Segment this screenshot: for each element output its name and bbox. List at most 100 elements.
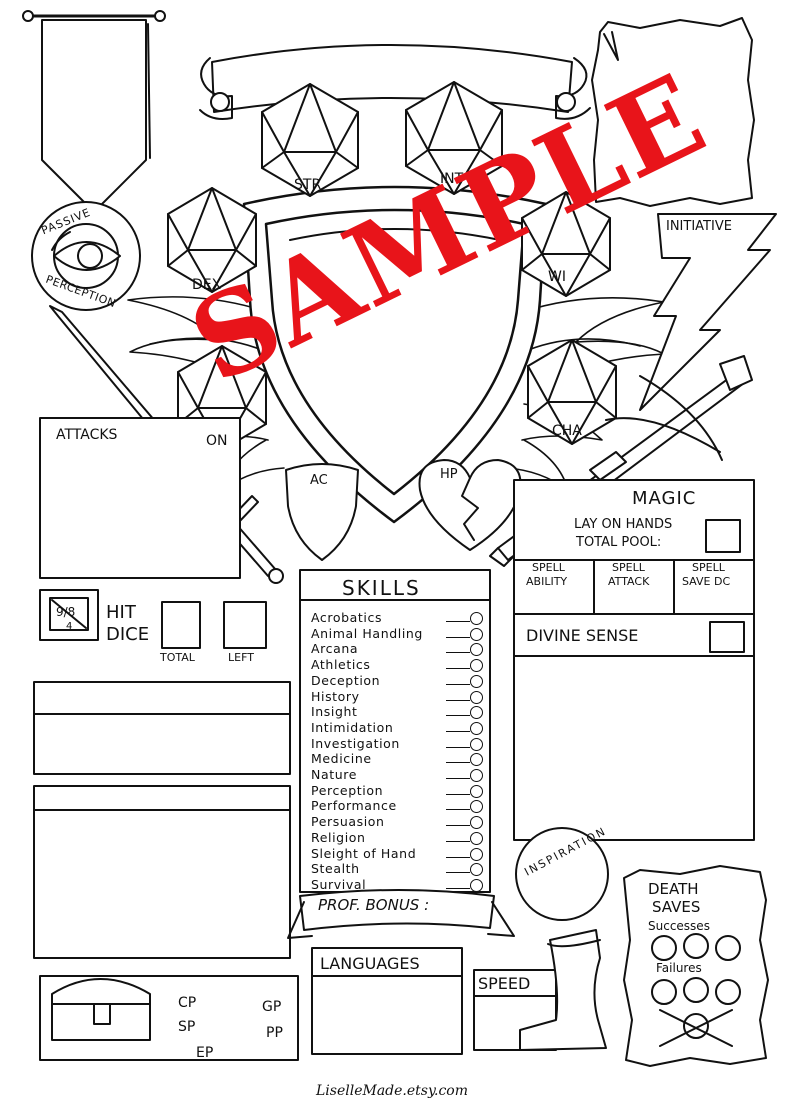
heart-icon: [418, 459, 522, 551]
skill-proficiency-checkbox[interactable]: [470, 831, 483, 845]
eye-icon: [31, 201, 141, 311]
pennant-banner: [22, 10, 166, 213]
con-label: ON: [206, 433, 228, 449]
skill-name: Nature: [311, 767, 357, 782]
skill-value-line[interactable]: [446, 840, 470, 842]
skill-proficiency-checkbox[interactable]: [470, 878, 483, 892]
dice-label: DICE: [106, 624, 150, 645]
prof-bonus-label: PROF. BONUS :: [318, 896, 430, 914]
skill-proficiency-checkbox[interactable]: [470, 706, 483, 720]
skill-value-line[interactable]: [446, 856, 470, 858]
cp-label: CP: [178, 995, 197, 1011]
skill-value-line[interactable]: [446, 793, 470, 795]
skill-proficiency-checkbox[interactable]: [470, 769, 483, 782]
skill-name: Medicine: [311, 751, 372, 767]
skill-value-line[interactable]: [446, 887, 470, 889]
skill-proficiency-checkbox[interactable]: [470, 737, 483, 751]
skill-proficiency-checkbox[interactable]: [470, 612, 483, 625]
spell-save-l1: SPELL: [692, 561, 725, 574]
skill-value-line[interactable]: [446, 636, 470, 638]
initiative-label: INITIATIVE: [666, 219, 732, 234]
skill-name: Survival: [311, 876, 367, 892]
cha-label: CHA: [552, 423, 582, 439]
attacks-label: ATTACKS: [56, 427, 118, 443]
skill-proficiency-checkbox[interactable]: [470, 690, 483, 704]
skill-proficiency-checkbox[interactable]: [470, 800, 483, 814]
skill-name: History: [311, 688, 360, 704]
skill-value-line[interactable]: [446, 652, 470, 654]
lay-on-hands-label: LAY ON HANDS: [574, 517, 673, 532]
skull-icon: [659, 1009, 733, 1047]
skill-value-line[interactable]: [446, 872, 470, 874]
death-saves-scroll: [623, 865, 769, 1067]
skill-proficiency-checkbox[interactable]: [470, 784, 483, 798]
hit-die-value-b: 4: [66, 621, 73, 632]
skill-value-line[interactable]: [446, 683, 470, 685]
skill-name: Stealth: [311, 861, 360, 877]
death-label: DEATH: [648, 880, 699, 898]
magic-title: MAGIC: [632, 488, 697, 509]
skill-proficiency-checkbox[interactable]: [470, 816, 483, 830]
skill-proficiency-checkbox[interactable]: [470, 847, 483, 861]
skill-name: Acrobatics: [311, 610, 383, 625]
notes-box-1[interactable]: [33, 681, 291, 775]
skill-proficiency-checkbox[interactable]: [470, 863, 483, 877]
name-scroll: [199, 44, 591, 120]
prof-bonus-banner: [299, 889, 495, 931]
skills-title: SKILLS: [342, 576, 421, 600]
divine-sense-label: DIVINE SENSE: [526, 626, 639, 645]
languages-box[interactable]: [311, 947, 463, 1055]
skill-name: Performance: [311, 798, 397, 814]
skill-proficiency-checkbox[interactable]: [470, 674, 483, 688]
skill-proficiency-checkbox[interactable]: [470, 643, 483, 657]
ep-label: EP: [196, 1045, 214, 1061]
boot-icon: [519, 929, 607, 1051]
skill-value-line[interactable]: [446, 699, 470, 701]
footer-url: LiselleMade.etsy.com: [316, 1083, 469, 1099]
attacks-box[interactable]: [39, 417, 241, 579]
spell-ability-l2: ABILITY: [526, 575, 568, 588]
inspiration-circle[interactable]: [515, 827, 609, 921]
skill-name: Animal Handling: [311, 625, 423, 641]
skill-name: Perception: [311, 782, 384, 798]
spell-ability-l1: SPELL: [532, 561, 565, 574]
skill-proficiency-checkbox[interactable]: [470, 753, 483, 767]
lightning-bolt-icon: [639, 213, 777, 411]
skill-value-line[interactable]: [446, 746, 470, 748]
ac-shield-icon: [285, 463, 359, 561]
speed-label: SPEED: [478, 974, 531, 993]
skill-value-line[interactable]: [446, 825, 470, 827]
skill-value-line[interactable]: [446, 621, 470, 622]
divine-sense-box[interactable]: [513, 613, 755, 841]
dex-label: DEX: [192, 277, 222, 293]
skill-proficiency-checkbox[interactable]: [470, 627, 483, 641]
wis-label: WI: [548, 269, 566, 285]
pp-label: PP: [266, 1025, 283, 1041]
skill-proficiency-checkbox[interactable]: [470, 721, 483, 735]
skill-value-line[interactable]: [446, 730, 470, 732]
treasure-chest-icon: [51, 978, 151, 1041]
skill-name: Arcana: [311, 641, 359, 657]
spell-attack-l1: SPELL: [612, 561, 645, 574]
str-label: STR: [294, 177, 322, 193]
skill-proficiency-checkbox[interactable]: [470, 659, 483, 673]
total-pool-label: TOTAL POOL:: [576, 535, 662, 550]
skill-value-line[interactable]: [446, 762, 470, 764]
gp-label: GP: [262, 999, 282, 1015]
skill-value-line[interactable]: [446, 809, 470, 811]
skill-value-line[interactable]: [446, 778, 470, 779]
successes-label: Successes: [648, 919, 710, 933]
failures-label: Failures: [656, 961, 702, 975]
spell-attack-l2: ATTACK: [608, 575, 650, 588]
languages-label: LANGUAGES: [320, 954, 420, 973]
ac-label: AC: [310, 473, 328, 488]
skill-name: Athletics: [311, 657, 371, 673]
sp-label: SP: [178, 1019, 196, 1035]
skill-name: Intimidation: [311, 719, 394, 735]
skill-value-line[interactable]: [446, 668, 470, 670]
skill-name: Sleight of Hand: [311, 845, 417, 861]
hit-label: HIT: [106, 602, 136, 623]
notes-box-2[interactable]: [33, 785, 291, 959]
skill-value-line[interactable]: [446, 715, 470, 717]
